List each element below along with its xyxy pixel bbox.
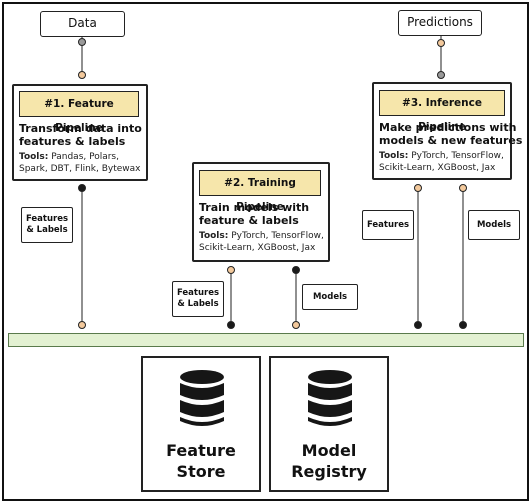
feature-store-box: Feature Store [141,356,261,492]
tools-prefix: Tools: [379,151,409,161]
edge-label-features-in: Features [362,210,414,240]
tools-prefix: Tools: [19,152,49,162]
edge-label-line: Features [25,214,69,224]
edge-label-features-labels-in: Features& Labels [172,281,224,317]
tools-prefix: Tools: [199,231,229,241]
store-label-line: Registry [291,462,367,481]
predictions-box: Predictions [398,10,482,36]
tools-list: Scikit-Learn, XGBoost, Jax [199,243,316,253]
database-icon [308,370,352,426]
feature-pipeline-tools: Tools: Pandas, Polars, Spark, DBT, Flink… [19,151,140,175]
store-label-line: Feature [166,441,236,460]
model-registry-label: Model Registry [271,440,387,482]
tools-list: Pandas, Polars, [48,152,119,162]
model-registry-box: Model Registry [269,356,389,492]
training-pipeline-title-line: feature & labels [199,214,299,227]
data-source-label: Data [68,16,97,30]
edge-label-line: Models [476,219,512,230]
training-pipeline-title: Train models with feature & labels [199,201,309,227]
training-pipeline-title-line: Train models with [199,201,310,214]
data-source-box: Data [40,11,125,37]
edge-label-line: & Labels [26,225,68,235]
inference-pipeline-title-line: models & new features [379,134,523,147]
tools-list: Scikit-Learn, XGBoost, Jax [379,163,496,173]
inference-pipeline-title-line: Make predictions with [379,121,517,134]
edge-label-features-labels-out: Features& Labels [21,207,73,243]
edge-label-line: & Labels [177,299,219,309]
store-label-line: Store [176,462,226,481]
store-label-line: Model [301,441,357,460]
tools-list: Spark, DBT, Flink, Bytewax [19,164,141,174]
feature-store-label: Feature Store [143,440,259,482]
edge-label-models-in: Models [468,210,520,240]
edge-label-models-out: Models [302,284,358,310]
edge-label-line: Models [312,291,348,302]
predictions-label: Predictions [407,15,473,29]
inference-pipeline-tools: Tools: PyTorch, TensorFlow, Scikit-Learn… [379,150,504,174]
feature-pipeline-title-line: Transform data into [19,122,142,135]
edge-label-line: Features [176,288,220,298]
inference-pipeline-tag: #3. Inference Pipeline [379,90,505,133]
inference-pipeline-title: Make predictions with models & new featu… [379,121,522,147]
feature-pipeline-title-line: features & labels [19,135,126,148]
edge-label-line: Features [366,219,410,230]
training-pipeline-tag: #2. Training Pipeline [199,170,321,213]
tools-list: PyTorch, TensorFlow, [408,151,504,161]
database-icon [180,370,224,426]
feature-pipeline-title: Transform data into features & labels [19,122,142,148]
storage-bus [8,333,524,347]
tools-list: PyTorch, TensorFlow, [228,231,324,241]
feature-pipeline-tag: #1. Feature Pipeline [19,91,139,134]
training-pipeline-tools: Tools: PyTorch, TensorFlow, Scikit-Learn… [199,230,324,254]
